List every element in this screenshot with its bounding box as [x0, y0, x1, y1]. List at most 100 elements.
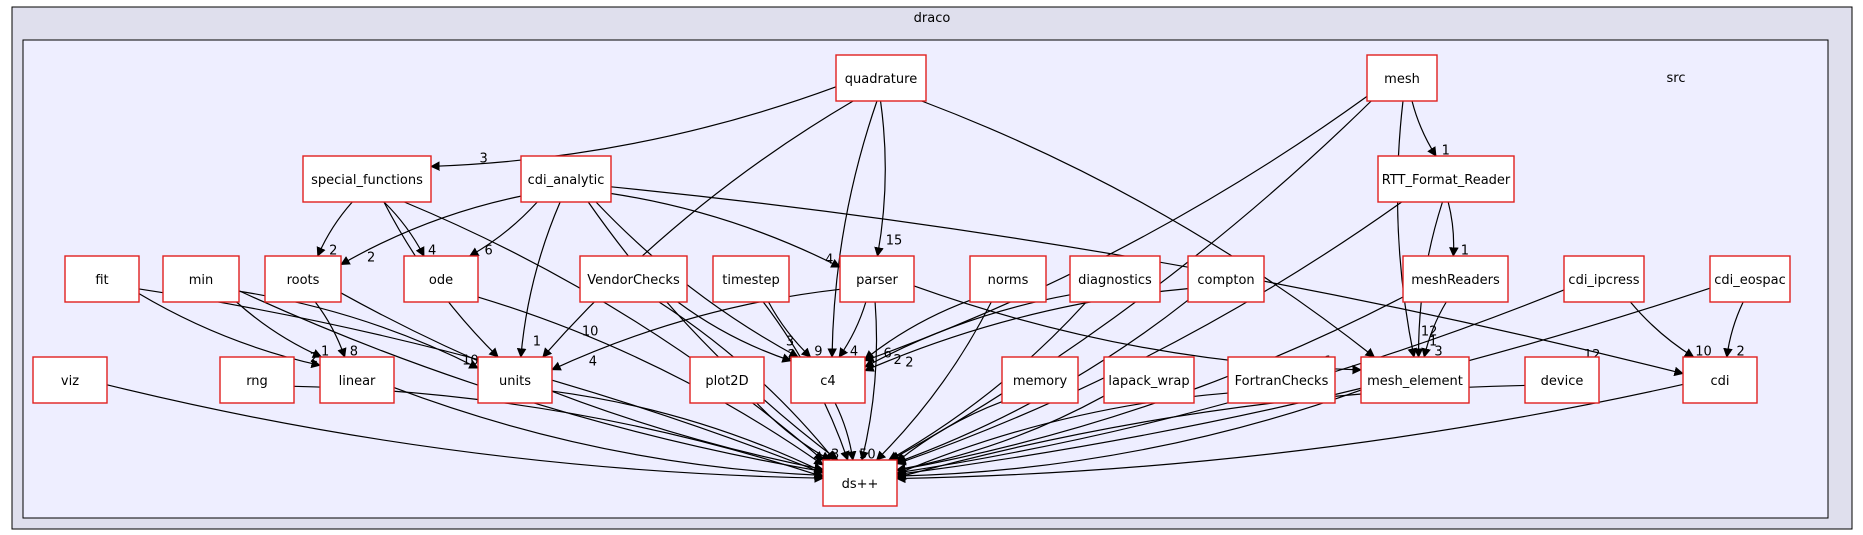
node-FortranChecks[interactable]: FortranChecks [1227, 356, 1336, 404]
node-linear[interactable]: linear [319, 356, 395, 404]
node-box-cdi_ipcress[interactable] [1563, 255, 1645, 303]
edge-label-min-to-linear: 1 [321, 345, 329, 360]
node-mesh[interactable]: mesh [1366, 54, 1438, 102]
node-box-fit[interactable] [64, 255, 140, 303]
node-units[interactable]: units [477, 356, 553, 404]
node-box-special_functions[interactable] [302, 155, 432, 203]
edge-parser-to-c4 [838, 301, 867, 358]
edge-norms-to-c4 [864, 299, 971, 360]
node-box-lapack_wrap[interactable] [1103, 356, 1195, 404]
edge-label-special_functions-to-ode: 4 [428, 244, 436, 259]
node-box-timestep[interactable] [712, 255, 790, 303]
node-cdi_ipcress[interactable]: cdi_ipcress [1563, 255, 1645, 303]
node-meshReaders[interactable]: meshReaders [1402, 255, 1509, 303]
node-RTT_Format_Reader[interactable]: RTT_Format_Reader [1377, 155, 1515, 203]
edge-label-cdi_analytic-to-parser: 4 [825, 253, 833, 268]
node-mesh_element[interactable]: mesh_element [1360, 356, 1470, 404]
outer-cluster-label: draco [914, 11, 951, 26]
edge-label-plot2D-to-dspp: 3 [831, 447, 839, 462]
node-label-VendorChecks: VendorChecks [587, 273, 680, 288]
node-rng[interactable]: rng [219, 356, 295, 404]
node-parser[interactable]: parser [839, 255, 915, 303]
node-quadrature[interactable]: quadrature [835, 54, 927, 102]
node-box-quadrature[interactable] [835, 54, 927, 102]
node-device[interactable]: device [1524, 356, 1600, 404]
node-label-cdi: cdi [1710, 374, 1729, 389]
edge-label-RTT_Format_Reader-to-meshReaders: 1 [1461, 244, 1469, 259]
edge-label-cdi_analytic-to-ode: 6 [485, 244, 493, 259]
node-VendorChecks[interactable]: VendorChecks [579, 255, 688, 303]
node-box-FortranChecks[interactable] [1227, 356, 1336, 404]
node-box-norms[interactable] [969, 255, 1047, 303]
node-box-cdi_analytic[interactable] [520, 155, 612, 203]
edge-cdi_analytic-to-ode [468, 201, 538, 257]
edge-label-min-to-units: 10 [462, 353, 479, 368]
node-ode[interactable]: ode [403, 255, 479, 303]
edge-cdi-to-dspp [896, 383, 1684, 484]
edge-label-timestep-to-c4: 9 [814, 345, 822, 360]
node-diagnostics[interactable]: diagnostics [1069, 255, 1161, 303]
edge-diagnostics-to-dspp [887, 301, 1087, 461]
node-label-viz: viz [61, 374, 79, 389]
node-cdi_analytic[interactable]: cdi_analytic [520, 155, 612, 203]
node-box-linear[interactable] [319, 356, 395, 404]
edge-quadrature-to-c4 [827, 100, 878, 358]
node-box-memory[interactable] [1001, 356, 1079, 404]
node-label-cdi_analytic: cdi_analytic [528, 173, 605, 188]
edge-label-c4-to-dspp: 50 [859, 447, 876, 462]
node-box-mesh_element[interactable] [1360, 356, 1470, 404]
node-box-compton[interactable] [1187, 255, 1265, 303]
node-box-ode[interactable] [403, 255, 479, 303]
node-label-ode: ode [429, 273, 453, 288]
node-cdi_eospac[interactable]: cdi_eospac [1709, 255, 1791, 303]
node-box-roots[interactable] [264, 255, 342, 303]
node-special_functions[interactable]: special_functions [302, 155, 432, 203]
node-fit[interactable]: fit [64, 255, 140, 303]
node-norms[interactable]: norms [969, 255, 1047, 303]
node-viz[interactable]: viz [32, 356, 108, 404]
edge-label-quadrature-to-special_functions: 3 [480, 151, 488, 166]
node-box-plot2D[interactable] [689, 356, 765, 404]
edge-parser-to-units [551, 288, 841, 371]
node-box-min[interactable] [162, 255, 240, 303]
edge-viz-to-dspp [106, 384, 824, 483]
node-box-RTT_Format_Reader[interactable] [1377, 155, 1515, 203]
node-cdi[interactable]: cdi [1682, 356, 1758, 404]
node-memory[interactable]: memory [1001, 356, 1079, 404]
edge-label-cdi_eospac-to-cdi: 2 [1736, 345, 1744, 360]
node-box-viz[interactable] [32, 356, 108, 404]
edge-label-cdi_analytic-to-c4: 3 [786, 335, 794, 350]
edge-label-mesh-to-RTT_Format_Reader: 1 [1442, 144, 1450, 159]
node-timestep[interactable]: timestep [712, 255, 790, 303]
node-label-meshReaders: meshReaders [1411, 273, 1500, 288]
node-box-meshReaders[interactable] [1402, 255, 1509, 303]
node-box-device[interactable] [1524, 356, 1600, 404]
node-c4[interactable]: c4 [790, 356, 866, 404]
node-label-dspp: ds++ [842, 477, 879, 492]
node-label-special_functions: special_functions [311, 173, 423, 188]
edge-quadrature-to-mesh_element [921, 100, 1376, 358]
node-dspp[interactable]: ds++ [822, 459, 898, 507]
node-box-units[interactable] [477, 356, 553, 404]
node-label-units: units [499, 374, 531, 389]
node-label-cdi_ipcress: cdi_ipcress [1568, 273, 1639, 288]
edge-label-VendorChecks-to-c4: 2 [788, 348, 796, 363]
edge-cdi_analytic-to-c4 [595, 201, 799, 358]
edge-cdi_analytic-to-dspp [587, 201, 839, 461]
node-box-dspp[interactable] [822, 459, 898, 507]
node-box-c4[interactable] [790, 356, 866, 404]
node-box-diagnostics[interactable] [1069, 255, 1161, 303]
node-box-parser[interactable] [839, 255, 915, 303]
edge-label-cdi_analytic-to-roots: 2 [367, 251, 375, 266]
node-box-mesh[interactable] [1366, 54, 1438, 102]
node-box-cdi[interactable] [1682, 356, 1758, 404]
node-box-VendorChecks[interactable] [579, 255, 688, 303]
node-compton[interactable]: compton [1187, 255, 1265, 303]
edge-lapack_wrap-to-dspp [896, 395, 1105, 473]
node-min[interactable]: min [162, 255, 240, 303]
node-lapack_wrap[interactable]: lapack_wrap [1103, 356, 1195, 404]
node-box-rng[interactable] [219, 356, 295, 404]
node-box-cdi_eospac[interactable] [1709, 255, 1791, 303]
node-plot2D[interactable]: plot2D [689, 356, 765, 404]
node-roots[interactable]: roots [264, 255, 342, 303]
